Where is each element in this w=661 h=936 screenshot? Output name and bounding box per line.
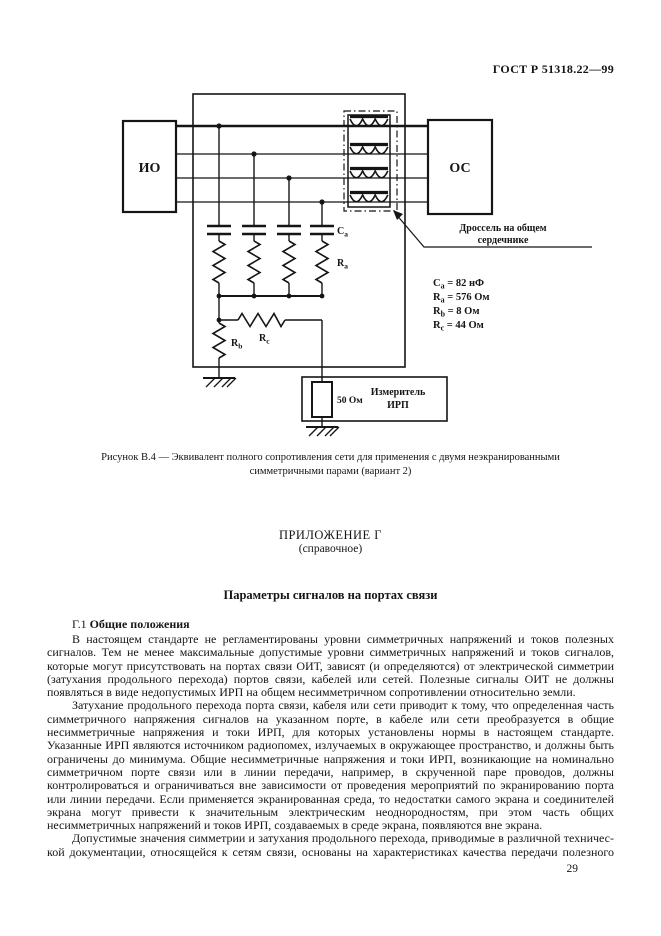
rc-shunt-branch xyxy=(308,224,336,298)
standard-designation: ГОСТ Р 51318.22—99 xyxy=(492,62,614,76)
component-values: Ca = 82 нФ Ra = 576 Ом Rb = 8 Ом Rc = 44… xyxy=(433,278,490,333)
appendix-subheading: (справочное) xyxy=(298,543,363,555)
ground-symbol xyxy=(202,377,237,388)
figure-caption: Рисунок В.4 — Эквивалент полного сопроти… xyxy=(47,451,614,478)
value-rc: Rc = 44 Ом xyxy=(433,320,484,333)
appendix-title: Параметры сигналов на портах связи xyxy=(223,588,438,602)
value-rb: Rb = 8 Ом xyxy=(433,306,479,319)
rc-shunt-branch xyxy=(205,224,233,298)
interference-meter: 50 Ом Измеритель ИРП xyxy=(301,376,448,437)
choke-callout-text: Дроссель на общем xyxy=(459,223,546,234)
meter-name: Измеритель xyxy=(371,387,426,398)
page-number: 29 xyxy=(566,863,579,876)
value-ra: Ra = 576 Ом xyxy=(433,292,490,305)
figure-b4-circuit: ИО ОС xyxy=(121,93,592,437)
isn-network-box xyxy=(192,93,406,368)
choke-callout-text: сердечнике xyxy=(478,235,529,246)
common-core-choke xyxy=(343,110,398,212)
eut-box: ИО xyxy=(121,119,178,214)
section-title: Общие положения xyxy=(89,617,190,631)
resistor-rc-label: Rc xyxy=(259,333,270,346)
paragraph: Допустимые значения симметрии и затухани… xyxy=(47,831,614,859)
resistor-ra-label: Ra xyxy=(337,258,348,271)
ground-symbol xyxy=(305,426,340,437)
meter-name: ИРП xyxy=(387,400,409,411)
rc-branch xyxy=(219,311,323,382)
choke-winding xyxy=(348,114,390,128)
choke-winding xyxy=(348,142,390,156)
section-heading: Г.1 Общие положения xyxy=(47,617,614,632)
capacitor-label: Ca xyxy=(337,226,348,239)
rb-branch xyxy=(202,296,237,388)
rc-shunt-branch xyxy=(275,224,303,298)
paragraph: В настоящем стандарте не регламентирован… xyxy=(47,632,614,700)
ae-label: ОС xyxy=(449,161,470,176)
choke-winding xyxy=(348,190,390,204)
value-ca: Ca = 82 нФ xyxy=(433,278,484,291)
figure-caption-line1: Рисунок В.4 — Эквивалент полного сопроти… xyxy=(101,452,560,463)
section-number: Г.1 xyxy=(72,617,87,631)
appendix-heading: ПРИЛОЖЕНИЕ Г xyxy=(278,528,383,542)
paragraph: Затухание продольного перехода порта свя… xyxy=(47,698,614,833)
choke-winding xyxy=(348,166,390,180)
rc-shunt-branch xyxy=(240,224,268,298)
shunt-drops xyxy=(216,123,325,226)
choke-callout: Дроссель на общем сердечнике xyxy=(393,210,592,248)
eut-label: ИО xyxy=(139,161,161,176)
common-bus xyxy=(216,293,325,299)
meter-resistor-label: 50 Ом xyxy=(337,396,363,406)
body-text: В настоящем стандарте не регламентирован… xyxy=(47,632,614,859)
associated-equipment-box: ОС xyxy=(426,118,494,216)
resistor-rb-label: Rb xyxy=(231,338,242,351)
figure-caption-line2: симметричными парами (вариант 2) xyxy=(249,465,412,477)
